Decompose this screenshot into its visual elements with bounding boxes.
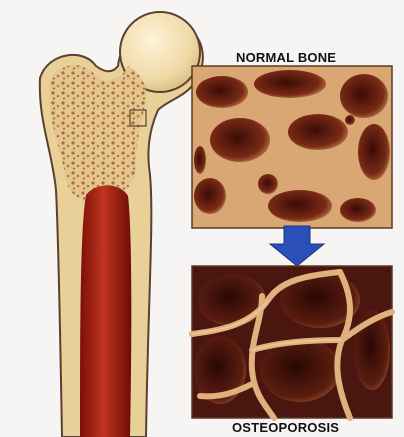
normal-bone-label: NORMAL BONE: [236, 50, 336, 65]
osteoporosis-inset: [192, 266, 392, 418]
marrow-cavity: [80, 185, 131, 437]
normal-bone-inset: [192, 66, 392, 228]
osteoporosis-label: OSTEOPOROSIS: [232, 420, 339, 435]
